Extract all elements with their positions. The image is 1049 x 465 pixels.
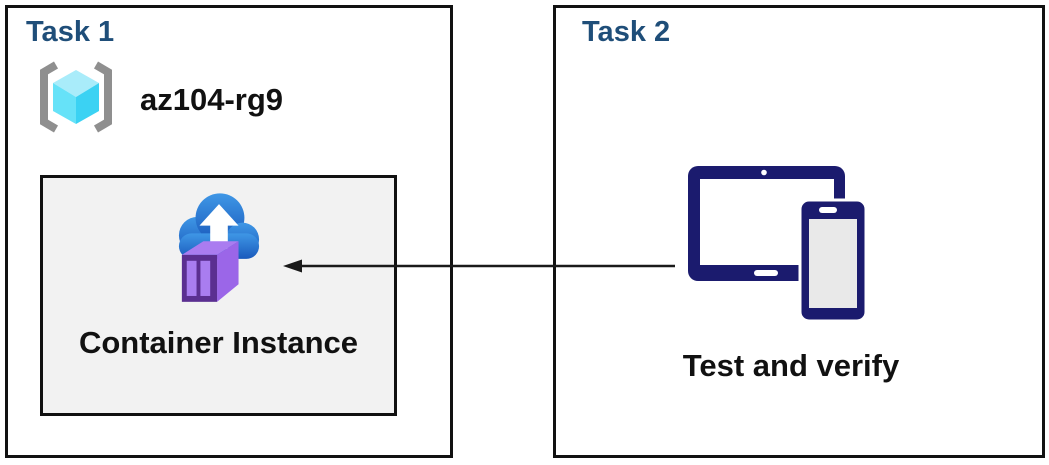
container-instance-icon [176, 192, 262, 317]
task2-title: Task 2 [582, 16, 671, 48]
resource-group-name: az104-rg9 [140, 81, 284, 117]
container-instance-box: Container Instance [40, 175, 397, 416]
container-instance-label: Container Instance [78, 325, 359, 360]
resource-group-icon [32, 60, 120, 139]
task1-title: Task 1 [26, 16, 115, 48]
task2-panel: Task 2 Test and verify [553, 5, 1045, 458]
devices-icon [688, 166, 873, 331]
task2-caption: Test and verify [682, 348, 900, 383]
task1-panel: Task 1 az104-rg9 [5, 5, 453, 458]
resource-group-row: az104-rg9 [32, 60, 283, 139]
